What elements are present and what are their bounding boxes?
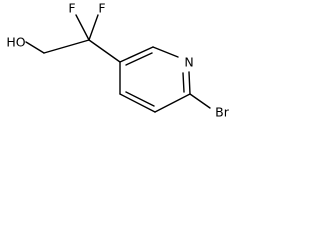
- ring-bond-c5-c4: [119, 93, 156, 113]
- ring-bond-c3-c2: [119, 46, 154, 63]
- ring-bond-n-c6: [188, 71, 191, 95]
- bond-ch2-cf2: [43, 39, 90, 54]
- fluorine-label-left: F: [68, 1, 75, 16]
- nitrogen-label: N: [184, 55, 193, 70]
- ring-bond-c6-c5: [154, 93, 191, 113]
- hydroxyl-label: HO: [6, 35, 25, 50]
- bond-c-f2: [88, 14, 99, 41]
- double-bond-c3-c2: [125, 52, 153, 66]
- fluorine-label-right: F: [98, 1, 105, 16]
- bond-c6-br: [189, 93, 211, 109]
- bromine-label: Br: [215, 105, 230, 120]
- bond-o-ch2: [25, 41, 45, 54]
- double-bond-n-c6: [182, 72, 185, 93]
- bond-c-f1: [75, 14, 90, 41]
- chemical-structure: HO F F N Br: [6, 1, 230, 120]
- bond-cf2-ring: [88, 39, 121, 63]
- bond-group: [25, 14, 211, 113]
- ring-bond-c2-n: [152, 46, 179, 58]
- double-bond-c5-c4: [125, 91, 155, 107]
